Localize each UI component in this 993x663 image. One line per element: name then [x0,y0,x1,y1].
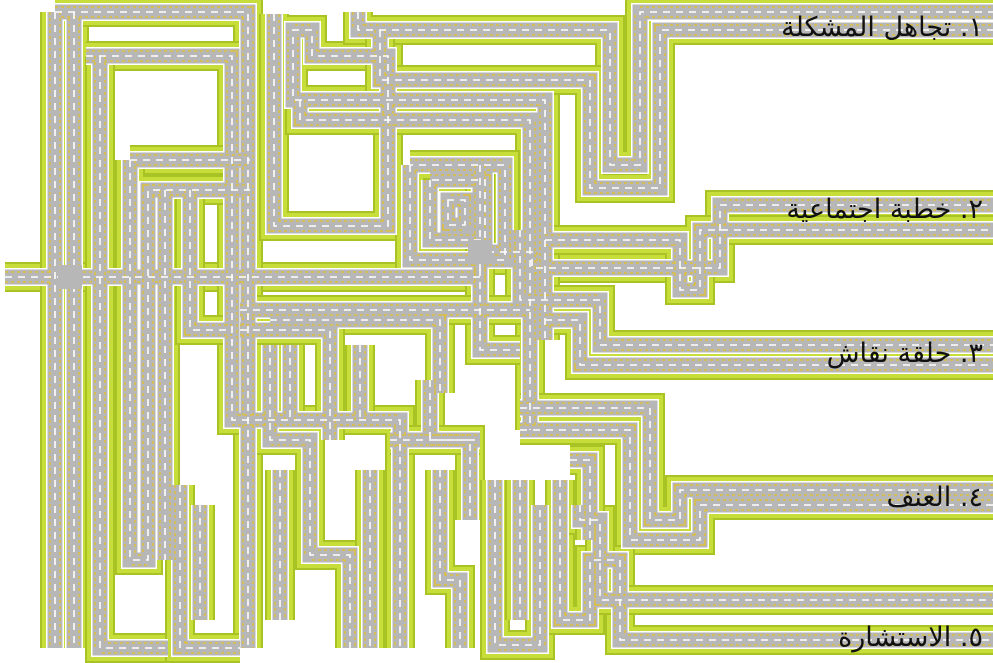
exit-text: تجاهل المشكلة [781,12,951,43]
exit-text: الاستشارة [838,622,951,653]
exit-number: ١. [960,12,983,43]
exit-number: ٢. [960,194,983,225]
intersection [468,240,492,264]
exit-label-1: ١. تجاهل المشكلة [781,14,983,41]
exit-number: ٣. [960,338,983,369]
exit-number: ٤. [960,482,983,513]
intersection [58,265,82,289]
exit-label-3: ٣. حلقة نقاش [827,340,983,367]
exit-label-2: ٢. خطبة اجتماعية [786,196,983,223]
exit-text: خطبة اجتماعية [786,194,951,225]
exit-label-4: ٤. العنف [886,484,983,511]
exit-number: ٥. [960,622,983,653]
exit-label-5: ٥. الاستشارة [838,624,983,651]
exit-text: العنف [886,482,951,513]
exit-text: حلقة نقاش [827,338,952,369]
